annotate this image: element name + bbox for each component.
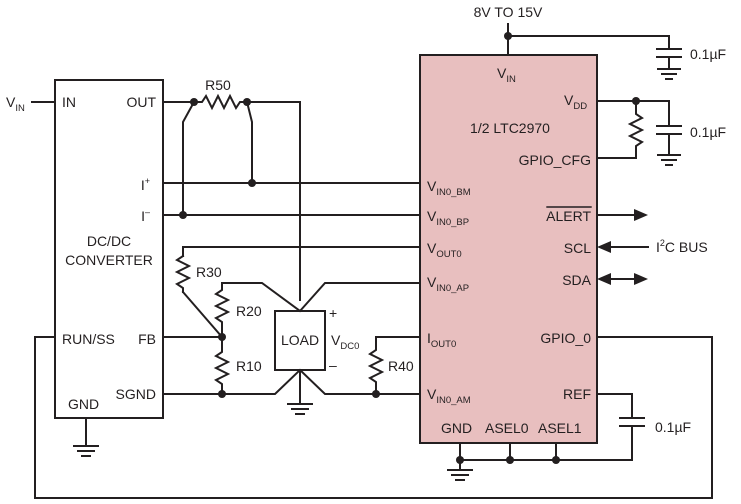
r30-label: R30 [196, 264, 222, 280]
vin-input-label: VIN [6, 94, 25, 114]
converter-title-line2: CONVERTER [65, 252, 153, 268]
r40-label: R40 [388, 358, 414, 374]
ground-bus [459, 425, 633, 461]
load-plus: + [329, 305, 337, 321]
r10-resistor [213, 336, 231, 395]
vin0-am-sense-wire [298, 368, 421, 395]
sgnd-wire [162, 368, 302, 395]
chip-pin-vout0: VOUT0 [427, 240, 462, 260]
load-supply-wire [246, 101, 301, 301]
converter-pin-out: OUT [126, 94, 156, 110]
converter-title-line1: DC/DC [87, 233, 131, 249]
gpio0-runss-wire [34, 336, 713, 499]
chip-pin-asel1: ASEL1 [538, 420, 582, 436]
converter-pin-gnd: GND [68, 396, 99, 412]
chip-pin-vdd: VDD [564, 92, 587, 112]
load-block [274, 310, 326, 371]
ref-cap-value: 0.1µF [655, 419, 691, 435]
chip-pin-sda: SDA [562, 272, 591, 288]
converter-pin-fb: FB [138, 331, 156, 347]
iminus-junction-dot [179, 211, 187, 219]
chip-ground-symbol [447, 469, 473, 481]
chip-pin-gpio0: GPIO_0 [540, 330, 591, 346]
chip-pin-gnd: GND [441, 420, 472, 436]
converter-pin-iplus: I+ [141, 176, 150, 193]
scl-arrow [597, 241, 611, 253]
r50-resistor [193, 93, 248, 111]
load-minus: – [329, 357, 337, 373]
vdd-capacitor [656, 100, 682, 166]
chip-pin-scl: SCL [564, 240, 591, 256]
alert-arrow [634, 209, 648, 221]
chip-pin-asel0: ASEL0 [485, 420, 529, 436]
gnd-junction-dot [456, 456, 464, 464]
chip-pin-vin0-bm: VIN0_BM [427, 178, 471, 198]
chip-pin-ref: REF [563, 386, 591, 402]
chip-pin-gpio-cfg: GPIO_CFG [519, 152, 591, 168]
iplus-junction-dot [248, 179, 256, 187]
converter-pin-runss: RUN/SS [62, 331, 115, 347]
chip-pin-vin0-ap: VIN0_AP [427, 274, 469, 294]
chip-pin-alert: ALERT [546, 208, 591, 224]
supply-label: 8V TO 15V [474, 4, 543, 20]
converter-pin-sgnd: SGND [116, 386, 156, 402]
sda-arrow-right [634, 273, 648, 285]
r50-kelvin-right [245, 100, 253, 184]
load-ground-symbol [287, 403, 313, 415]
r20-label: R20 [236, 303, 262, 319]
converter-pin-in: IN [62, 94, 76, 110]
chip-pin-vin: VIN [497, 65, 516, 85]
r50-label: R50 [205, 77, 231, 93]
vout0-wire [182, 246, 421, 257]
sda-arrow-left [597, 273, 611, 285]
r40-resistor [367, 336, 421, 395]
load-label: LOAD [281, 332, 319, 348]
gpio-cfg-resistor [596, 100, 645, 159]
chip-pin-vin0-am: VIN0_AM [427, 386, 471, 406]
r30-resistor [174, 254, 192, 293]
dc-dc-converter-block [54, 79, 164, 419]
i2c-bus-label: I2C BUS [656, 238, 708, 255]
r50-kelvin-left [182, 100, 196, 216]
converter-ground-symbol [73, 417, 99, 457]
converter-pin-iminus: I– [141, 207, 150, 224]
vin-cap-value: 0.1µF [690, 46, 726, 62]
asel1-junction-dot [552, 456, 560, 464]
chip-pin-iout0: IOUT0 [427, 330, 456, 350]
r30-to-fb-wire [181, 290, 224, 339]
chip-title: 1/2 LTC2970 [470, 120, 550, 136]
vin0-ap-sense-wire [298, 282, 421, 313]
vdd-cap-value: 0.1µF [690, 124, 726, 140]
ref-wire [596, 393, 633, 419]
load-vdc0-label: VDC0 [331, 332, 359, 352]
r20-resistor [213, 282, 302, 338]
vin-capacitor [656, 35, 682, 80]
asel0-junction-dot [506, 456, 514, 464]
chip-pin-vin0-bp: VIN0_BP [427, 208, 469, 228]
r10-label: R10 [236, 358, 262, 374]
